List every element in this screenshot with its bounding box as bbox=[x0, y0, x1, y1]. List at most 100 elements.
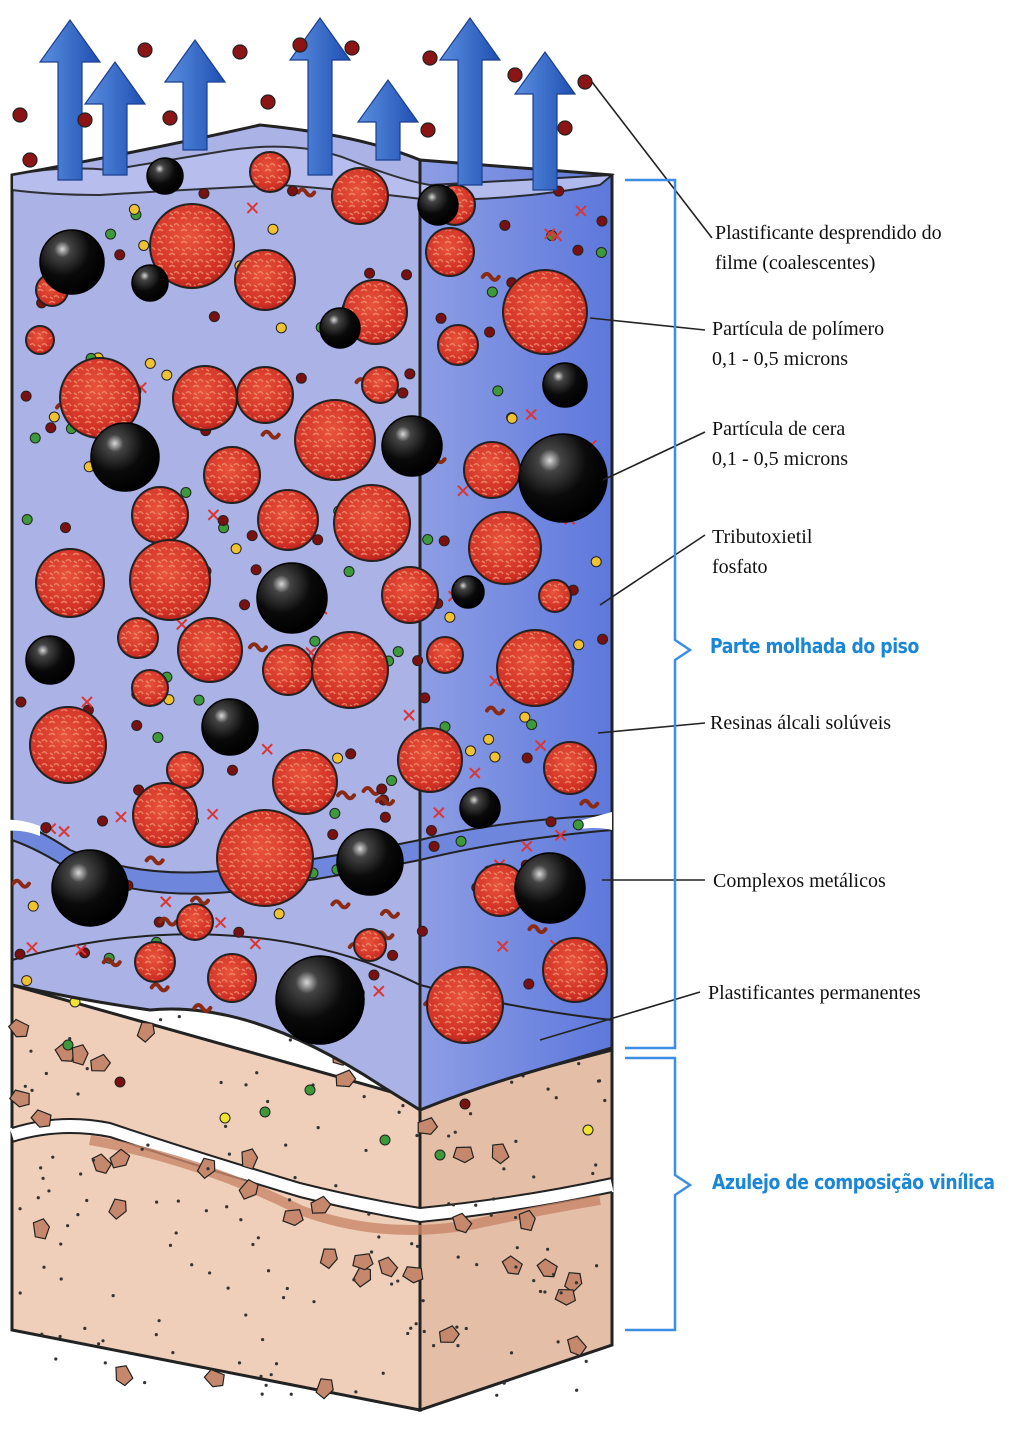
tile-particle bbox=[115, 1077, 125, 1087]
plasticizer-dot bbox=[22, 976, 32, 986]
tile-speck bbox=[58, 1335, 61, 1338]
tile-speck bbox=[286, 1287, 289, 1290]
resin-dot bbox=[365, 268, 375, 278]
tile-speck bbox=[510, 1351, 513, 1354]
tile-speck bbox=[422, 1299, 425, 1302]
plasticizer-dot bbox=[129, 204, 139, 214]
tile-speck bbox=[42, 1266, 45, 1269]
wax-particle bbox=[202, 699, 258, 755]
resin-dot bbox=[46, 423, 56, 433]
resin-dot bbox=[218, 515, 228, 525]
tile-speck bbox=[475, 1263, 478, 1266]
plasticizer-dot bbox=[145, 358, 155, 368]
polymer-texture bbox=[297, 402, 373, 478]
polymer-texture bbox=[440, 327, 476, 363]
polymer-texture bbox=[252, 154, 288, 190]
resin-dot bbox=[328, 830, 338, 840]
tile-speck bbox=[502, 1167, 505, 1170]
tile-speck bbox=[575, 1389, 578, 1392]
polymer-texture bbox=[429, 639, 461, 671]
tile-speck bbox=[101, 1339, 104, 1342]
polymer-texture bbox=[175, 368, 235, 428]
complex-dot bbox=[181, 487, 191, 497]
section-vinyl-tile: Azulejo de composição vinílica bbox=[712, 1170, 995, 1194]
wax-particle bbox=[337, 829, 403, 895]
tile-speck bbox=[171, 1351, 174, 1354]
tile-speck bbox=[454, 1131, 457, 1134]
polymer-texture bbox=[429, 969, 501, 1041]
tile-speck bbox=[377, 1235, 380, 1238]
tile-speck bbox=[220, 1081, 223, 1084]
tile-speck bbox=[415, 1322, 418, 1325]
tile-speck bbox=[532, 1175, 535, 1178]
tile-speck bbox=[255, 1071, 258, 1074]
tile-speck bbox=[155, 1201, 158, 1204]
complex-dot bbox=[393, 647, 403, 657]
polymer-texture bbox=[546, 744, 594, 792]
polymer-texture bbox=[428, 230, 472, 274]
released-dot bbox=[13, 108, 27, 122]
tile-speck bbox=[83, 1327, 86, 1330]
tile-speck bbox=[261, 1393, 264, 1396]
tile-speck bbox=[79, 1172, 82, 1175]
polymer-texture bbox=[237, 252, 293, 308]
tile-speck bbox=[452, 1203, 455, 1206]
tile-speck bbox=[24, 1085, 27, 1088]
complex-dot bbox=[330, 808, 340, 818]
tile-particle bbox=[260, 1107, 270, 1117]
tile-particle bbox=[435, 1150, 445, 1160]
tile-speck bbox=[289, 1038, 292, 1041]
polymer-texture bbox=[169, 754, 201, 786]
wax-particle bbox=[147, 158, 183, 194]
complex-dot bbox=[456, 836, 466, 846]
plasticizer-dot bbox=[507, 413, 517, 423]
polymer-texture bbox=[32, 709, 104, 781]
label-plasticizer-released: Plastificante desprendido do filme (coal… bbox=[715, 218, 942, 278]
plasticizer-dot bbox=[490, 752, 500, 762]
tile-speck bbox=[555, 1096, 558, 1099]
released-dot bbox=[345, 41, 359, 55]
tile-speck bbox=[54, 1357, 57, 1360]
up-arrow bbox=[440, 18, 500, 185]
polymer-texture bbox=[38, 551, 102, 615]
polymer-texture bbox=[364, 369, 396, 401]
tile-speck bbox=[76, 1213, 79, 1216]
tile-speck bbox=[367, 1213, 370, 1216]
tile-speck bbox=[155, 1333, 158, 1336]
resin-dot bbox=[41, 823, 51, 833]
tile-speck bbox=[143, 1381, 146, 1384]
wax-particle bbox=[276, 956, 364, 1044]
tile-speck bbox=[261, 1338, 264, 1341]
tile-speck bbox=[396, 1279, 399, 1282]
resin-dot bbox=[439, 536, 449, 546]
plasticizer-dot bbox=[574, 640, 584, 650]
resin-dot bbox=[388, 950, 398, 960]
tile-speck bbox=[455, 1325, 458, 1328]
tile-speck bbox=[514, 1140, 517, 1143]
tile-speck bbox=[603, 1099, 606, 1102]
tile-speck bbox=[312, 1300, 315, 1303]
polymer-texture bbox=[239, 369, 291, 421]
tile-speck bbox=[85, 1199, 88, 1202]
polymer-texture bbox=[384, 569, 436, 621]
tile-speck bbox=[47, 1189, 50, 1192]
resin-dot bbox=[132, 721, 142, 731]
complex-dot bbox=[387, 776, 397, 786]
released-dot bbox=[508, 68, 522, 82]
tile-speck bbox=[284, 1144, 287, 1147]
tile-speck bbox=[37, 1196, 40, 1199]
wax-particle bbox=[320, 308, 360, 348]
resin-dot bbox=[98, 816, 108, 826]
tile-speck bbox=[409, 1327, 412, 1330]
resin-dot bbox=[426, 825, 436, 835]
polymer-texture bbox=[135, 785, 195, 845]
wax-particle bbox=[26, 636, 74, 684]
released-dot bbox=[423, 51, 437, 65]
released-dot bbox=[233, 45, 247, 59]
tile-speck bbox=[546, 1248, 549, 1251]
complex-dot bbox=[344, 567, 354, 577]
plasticizer-dot bbox=[231, 544, 241, 554]
tile-speck bbox=[158, 1319, 161, 1322]
polymer-texture bbox=[356, 931, 384, 959]
tile-speck bbox=[514, 1265, 517, 1268]
